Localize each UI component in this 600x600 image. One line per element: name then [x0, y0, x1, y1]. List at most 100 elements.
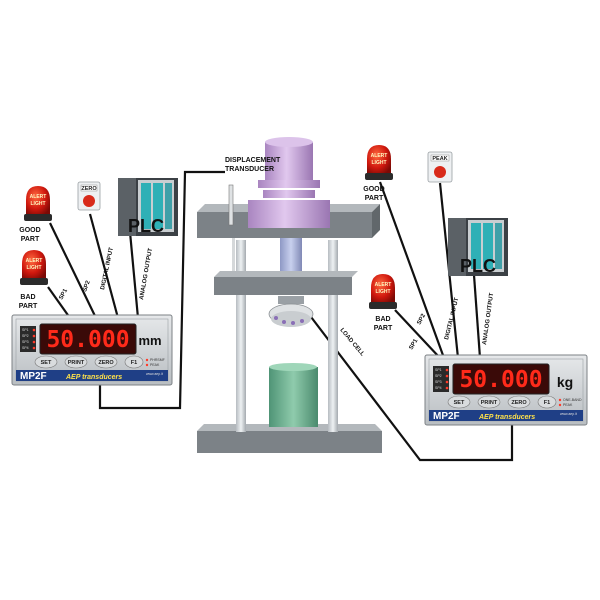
- plc-left: PLC: [118, 178, 178, 236]
- sp2-label-right: SP2: [416, 313, 427, 326]
- column-left: [236, 240, 246, 432]
- cable-bad-left: [47, 286, 71, 319]
- alert-light-good-left: ALERT LIGHT: [24, 186, 52, 221]
- svg-text:PRINT: PRINT: [68, 360, 85, 366]
- cable-displacement: [98, 170, 225, 410]
- svg-text:PEAK: PEAK: [150, 363, 160, 367]
- indicator-right: SP1 SP2 SP3 SP4 50.000 kg SET PRINT ZERO: [424, 354, 588, 426]
- buttons-right: SET PRINT ZERO F1 ONE-BAND PEAK: [447, 395, 582, 409]
- displacement-label: DISPLACEMENT: [225, 157, 281, 164]
- good-part-label-left: GOOD: [19, 227, 40, 234]
- display-value-right: 50.000: [459, 367, 542, 393]
- unit-left: mm: [138, 333, 161, 348]
- cable-bad-right: [394, 309, 441, 359]
- svg-text:LIGHT: LIGHT: [376, 289, 391, 295]
- svg-text:www.aep.it: www.aep.it: [146, 372, 163, 376]
- alert-light-good-right: ALERT LIGHT: [365, 145, 393, 180]
- svg-text:LIGHT: LIGHT: [372, 160, 387, 166]
- model-bar-left: [16, 370, 168, 381]
- cable-zero-left: [88, 213, 120, 319]
- svg-text:PHRSMF: PHRSMF: [150, 358, 165, 362]
- set-button-right[interactable]: SET: [447, 395, 471, 409]
- model-bar-right: [429, 410, 583, 421]
- analog-output-label-right: ANALOG OUTPUT: [482, 292, 495, 345]
- indicator-left: SP1 SP2 SP3 SP4 50.000 mm SET PRINT ZERO: [11, 314, 173, 386]
- zero-button[interactable]: ZERO: [77, 181, 101, 211]
- sp2-label-left: SP2: [82, 279, 92, 292]
- cable-good-left: [49, 222, 97, 319]
- svg-text:ALERT: ALERT: [30, 194, 47, 200]
- svg-text:SP2: SP2: [435, 374, 442, 378]
- hydraulic-cylinder: [248, 137, 330, 228]
- cable-loadcell: [307, 312, 514, 462]
- zero-button-left[interactable]: ZERO: [94, 355, 118, 369]
- model-left: MP2F: [20, 371, 47, 382]
- print-button-left[interactable]: PRINT: [64, 355, 88, 369]
- sp-leds-right: SP1 SP2 SP3 SP4: [433, 366, 449, 392]
- svg-text:LIGHT: LIGHT: [27, 265, 42, 271]
- svg-text:ZERO: ZERO: [98, 360, 114, 366]
- svg-text:SET: SET: [454, 400, 465, 406]
- svg-text:SP2: SP2: [22, 334, 29, 338]
- good-part-label-left-2: PART: [21, 236, 40, 243]
- zero-button-right[interactable]: ZERO: [507, 395, 531, 409]
- sp1-label-left: SP1: [58, 288, 69, 301]
- svg-text:SP3: SP3: [22, 340, 29, 344]
- svg-text:F1: F1: [544, 400, 550, 406]
- brand-right: AEP transducers: [478, 414, 535, 421]
- load-cell: [268, 296, 314, 327]
- piston-rod: [280, 238, 302, 274]
- display-left: [39, 323, 137, 355]
- svg-text:SP3: SP3: [435, 380, 442, 384]
- bad-part-label-left-2: PART: [19, 303, 38, 310]
- display-value-left: 50.000: [46, 327, 129, 353]
- svg-text:SET: SET: [41, 360, 52, 366]
- svg-text:ALERT: ALERT: [371, 153, 388, 159]
- digital-input-label-right: DIGITAL INPUT: [444, 297, 460, 341]
- plc-right: PLC: [448, 218, 508, 276]
- f1-button-left[interactable]: F1: [124, 355, 144, 369]
- brand-left: AEP transducers: [65, 374, 122, 381]
- column-right: [328, 240, 338, 432]
- cable-plc-right: [472, 274, 482, 359]
- svg-text:ALERT: ALERT: [26, 258, 43, 264]
- display-right: [452, 363, 550, 395]
- digital-input-label-left: DIGITAL INPUT: [100, 247, 115, 291]
- alert-light-bad-right: ALERT LIGHT: [369, 274, 397, 309]
- sp1-label-right: SP1: [409, 338, 420, 351]
- displacement-transducer: [228, 184, 234, 226]
- unit-right: kg: [557, 374, 573, 390]
- analog-output-label-left: ANALOG OUTPUT: [139, 247, 154, 300]
- load-cell-label: LOAD CELL: [338, 327, 365, 357]
- cable-good-right: [378, 181, 446, 359]
- set-button-left[interactable]: SET: [34, 355, 58, 369]
- f1-button-right[interactable]: F1: [537, 395, 557, 409]
- svg-text:SP1: SP1: [22, 328, 29, 332]
- model-right: MP2F: [433, 411, 460, 422]
- svg-text:F1: F1: [131, 360, 137, 366]
- good-part-label-right: GOOD: [363, 186, 384, 193]
- transducer-label: TRANSDUCER: [225, 166, 274, 173]
- svg-text:SP4: SP4: [22, 346, 29, 350]
- svg-text:SP4: SP4: [435, 386, 442, 390]
- svg-text:SP1: SP1: [435, 368, 442, 372]
- svg-text:PLC: PLC: [128, 216, 164, 236]
- sp-leds-left: SP1 SP2 SP3 SP4: [20, 326, 36, 352]
- peak-button[interactable]: PEAK: [427, 151, 453, 183]
- svg-text:ONE-BAND: ONE-BAND: [563, 398, 582, 402]
- bad-part-label-right-2: PART: [374, 325, 393, 332]
- bad-part-label-left: BAD: [20, 294, 35, 301]
- svg-text:PEAK: PEAK: [563, 403, 573, 407]
- good-part-label-right-2: PART: [365, 195, 384, 202]
- svg-text:PEAK: PEAK: [432, 156, 447, 162]
- svg-text:ALERT: ALERT: [375, 282, 392, 288]
- svg-text:ZERO: ZERO: [81, 186, 97, 192]
- print-button-right[interactable]: PRINT: [477, 395, 501, 409]
- svg-text:PRINT: PRINT: [481, 400, 498, 406]
- bad-part-label-right: BAD: [375, 316, 390, 323]
- svg-text:PLC: PLC: [460, 256, 496, 276]
- alert-light-bad-left: ALERT LIGHT: [20, 250, 48, 285]
- cable-plc-left: [128, 231, 140, 319]
- svg-text:LIGHT: LIGHT: [31, 201, 46, 207]
- cables: [47, 170, 514, 462]
